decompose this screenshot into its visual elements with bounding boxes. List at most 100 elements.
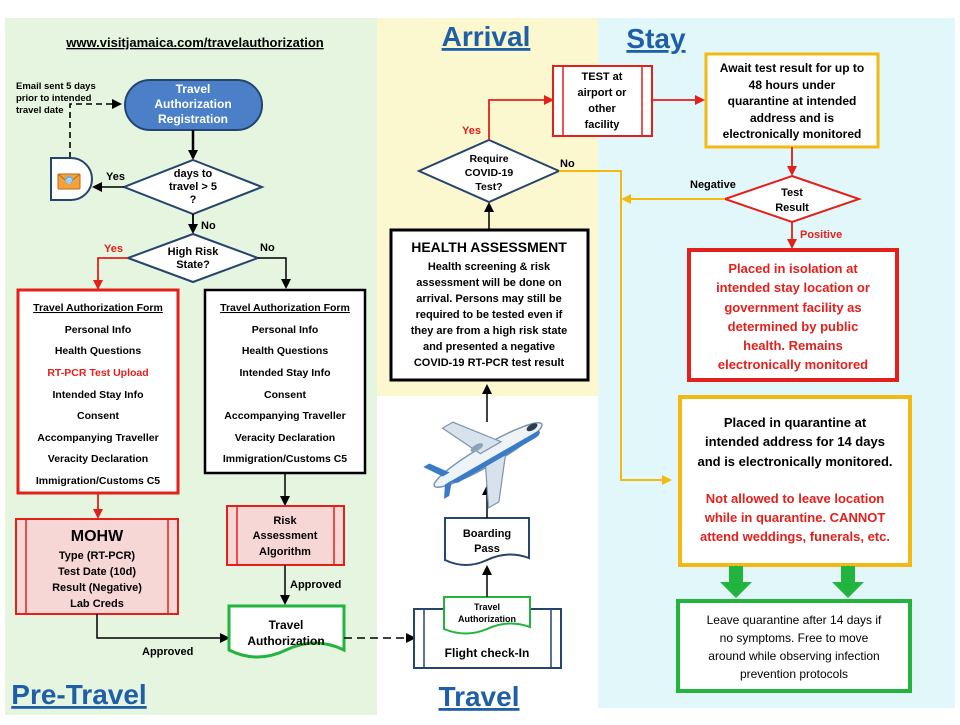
registration-label: Travel Authorization Registration: [154, 82, 231, 126]
svg-text:and is electronically monitore: and is electronically monitored.: [697, 454, 892, 469]
email-note: Email sent 5 days prior to intended trav…: [16, 81, 96, 116]
mohw-process: [15, 518, 179, 615]
svg-text:electronically monitored: electronically monitored: [718, 357, 868, 372]
flight-checkin-label: Flight check-In: [445, 646, 530, 660]
negative-label: Negative: [690, 179, 736, 191]
email-dashed-connector: [69, 99, 122, 158]
flight-checkin-card-label: Travel Authorization: [458, 602, 516, 624]
svg-text:Travel: Travel: [474, 602, 500, 612]
svg-text:Leave quarantine after 14 days: Leave quarantine after 14 days if: [707, 613, 882, 627]
svg-text:address and is: address and is: [750, 111, 834, 125]
svg-text:COVID-19: COVID-19: [465, 167, 514, 179]
svg-text:Placed in quarantine at: Placed in quarantine at: [724, 415, 867, 430]
svg-text:Registration: Registration: [158, 112, 228, 126]
test-location-process: [552, 65, 653, 137]
svg-text:travel date: travel date: [16, 105, 64, 116]
svg-text:Intended Stay Info: Intended Stay Info: [52, 389, 143, 401]
svg-text:Result: Result: [775, 202, 809, 214]
airplane-icon: [423, 421, 543, 509]
travel-authorization-document: [227, 604, 346, 659]
mohw-approved-label: Approved: [142, 646, 193, 658]
svg-text:Health screening & risk: Health screening & risk: [428, 261, 551, 273]
days-no-label: No: [201, 220, 216, 232]
leave-quarantine-label: Leave quarantine after 14 days if no sym…: [707, 613, 882, 681]
svg-text:government facility as: government facility as: [724, 300, 861, 315]
svg-text:?: ?: [190, 194, 197, 206]
svg-text:Result (Negative): Result (Negative): [52, 582, 142, 594]
svg-text:High Risk: High Risk: [168, 246, 220, 258]
svg-text:Test?: Test?: [475, 181, 502, 193]
algorithm-approved-label: Approved: [290, 579, 341, 591]
days-yes-label: Yes: [106, 171, 125, 183]
svg-text:Test Date (10d): Test Date (10d): [58, 566, 136, 578]
svg-text:quarantine at intended: quarantine at intended: [728, 94, 857, 108]
test-result-label: Test Result: [775, 187, 809, 214]
svg-text:Travel: Travel: [176, 82, 211, 96]
svg-text:Immigration/Customs C5: Immigration/Customs C5: [36, 475, 160, 487]
leave-quarantine-box: [676, 599, 912, 693]
svg-text:Pass: Pass: [474, 543, 500, 555]
mohw-content: MOHW Type (RT-PCR) Test Date (10d) Resul…: [52, 528, 142, 610]
svg-text:Travel Authorization Form: Travel Authorization Form: [33, 302, 163, 314]
svg-text:Accompanying Traveller: Accompanying Traveller: [224, 410, 345, 422]
svg-text:while in quarantine. CANNOT: while in quarantine. CANNOT: [704, 510, 886, 525]
test-location-label: TEST at airport or other facility: [578, 71, 628, 131]
svg-text:Travel: Travel: [269, 618, 304, 632]
svg-text:Boarding: Boarding: [463, 528, 511, 540]
svg-text:Test: Test: [781, 187, 803, 199]
require-covid-test-decision: [416, 138, 562, 204]
covid-no-label: No: [560, 158, 575, 170]
svg-text:@: @: [66, 179, 72, 185]
arrow-risk-yes-to-form: [93, 257, 128, 290]
require-covid-test-label: Require COVID-19 Test?: [465, 153, 514, 193]
quarantine-box: [678, 395, 912, 567]
svg-text:Authorization: Authorization: [247, 634, 324, 648]
svg-text:prevention protocols: prevention protocols: [740, 667, 848, 681]
svg-text:Algorithm: Algorithm: [259, 546, 311, 558]
isolation-label: Placed in isolation at intended stay loc…: [716, 261, 870, 372]
svg-text:Lab Creds: Lab Creds: [70, 598, 124, 610]
svg-text:Placed in isolation at: Placed in isolation at: [728, 261, 858, 276]
high-risk-state-decision: [125, 232, 261, 284]
svg-text:Immigration/Customs C5: Immigration/Customs C5: [223, 453, 347, 465]
svg-text:Veracity Declaration: Veracity Declaration: [48, 453, 148, 465]
svg-text:State?: State?: [176, 259, 210, 271]
svg-text:Require: Require: [469, 153, 508, 165]
risk-algorithm-label: Risk Assessment Algorithm: [253, 515, 318, 558]
flight-checkin-authorization-card: [443, 596, 531, 635]
quarantine-label: Placed in quarantine at intended address…: [697, 415, 892, 544]
arrow-mohw-to-authorization: [96, 614, 230, 643]
green-arrow-left: [720, 566, 752, 598]
svg-text:days to: days to: [174, 168, 213, 180]
svg-text:Assessment: Assessment: [253, 530, 318, 542]
svg-text:Personal Info: Personal Info: [65, 324, 132, 336]
svg-text:Await test result for up to: Await test result for up to: [720, 61, 864, 75]
svg-text:travel > 5: travel > 5: [169, 181, 217, 193]
svg-text:Health Questions: Health Questions: [55, 345, 142, 357]
website-link[interactable]: www.visitjamaica.com/travelauthorization: [65, 35, 323, 50]
svg-text:Type (RT-PCR): Type (RT-PCR): [59, 550, 136, 562]
svg-text:HEALTH ASSESSMENT: HEALTH ASSESSMENT: [411, 239, 567, 255]
arrow-risk-no-to-form: [258, 257, 291, 289]
svg-text:Authorization: Authorization: [154, 97, 231, 111]
arrival-section-title: Arrival: [442, 21, 531, 52]
svg-text:intended address for 14 days: intended address for 14 days: [705, 434, 885, 449]
travel-authorization-form-high-risk: [16, 288, 180, 495]
svg-text:Authorization: Authorization: [458, 614, 516, 624]
svg-text:Email sent 5 days: Email sent 5 days: [16, 81, 96, 92]
svg-text:Personal Info: Personal Info: [252, 324, 319, 336]
high-risk-state-label: High Risk State?: [168, 246, 220, 271]
arrow-covid-yes-to-test: [488, 95, 554, 140]
boarding-pass-document: [444, 517, 530, 566]
svg-text:around while observing infecti: around while observing infection: [708, 649, 879, 663]
boarding-pass-label: Boarding Pass: [463, 528, 511, 555]
svg-text:COVID-19 RT-PCR test result: COVID-19 RT-PCR test result: [414, 357, 565, 369]
svg-text:Travel Authorization Form: Travel Authorization Form: [220, 302, 350, 314]
svg-text:prior to intended: prior to intended: [16, 93, 92, 104]
travel-section-title: Travel: [439, 681, 520, 712]
svg-text:required to be tested even if: required to be tested even if: [416, 309, 563, 321]
svg-text:and presented a negative: and presented a negative: [423, 341, 555, 353]
svg-text:airport or: airport or: [578, 87, 628, 99]
